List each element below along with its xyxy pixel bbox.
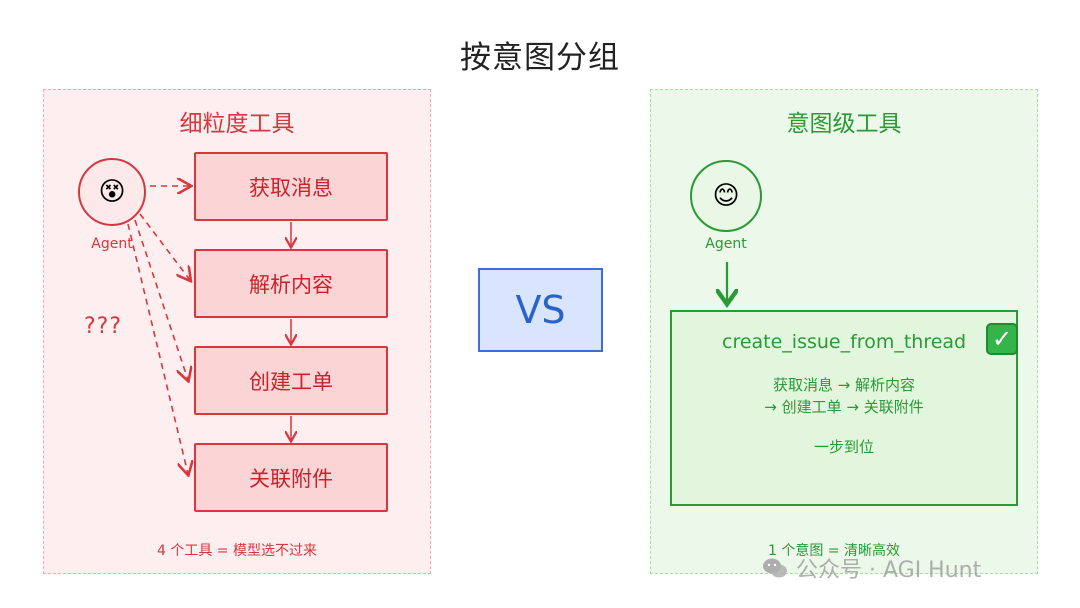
page-title: 按意图分组 xyxy=(460,40,620,76)
watermark: 公众号 · AGI Hunt xyxy=(762,552,981,584)
wechat-icon xyxy=(763,558,787,578)
step-create-ticket: 创建工单 xyxy=(194,346,388,415)
tool-summary-line: 一步到位 xyxy=(813,438,874,456)
vs-box: VS xyxy=(478,268,603,352)
intent-tool-name: create_issue_from_thread xyxy=(722,331,967,353)
agent-happy-avatar: 😊 xyxy=(690,160,762,232)
agent-dizzy-avatar: 😵 xyxy=(78,158,146,226)
check-glyph: ✓ xyxy=(991,325,1013,353)
left-footer-note: 4 个工具 = 模型选不过来 xyxy=(157,543,317,559)
step-get-message: 获取消息 xyxy=(194,152,388,221)
right-footer-note: 1 个意图 = 清晰高效 xyxy=(768,543,900,559)
vs-label: VS xyxy=(515,288,566,332)
intent-tools-title: 意图级工具 xyxy=(786,111,902,137)
dizzy-face-icon: 😵 xyxy=(98,177,126,207)
agent-label-right: Agent xyxy=(705,236,747,252)
agent-label-left: Agent xyxy=(91,236,133,252)
smiling-face-icon: 😊 xyxy=(712,181,740,211)
step-parse-content: 解析内容 xyxy=(194,249,388,318)
tool-flow-line-2: → 创建工单 → 关联附件 xyxy=(764,398,924,416)
check-mark-icon: ✓ xyxy=(986,323,1018,355)
watermark-text: 公众号 · AGI Hunt xyxy=(796,558,982,583)
confusion-question-marks: ??? xyxy=(84,314,123,339)
fine-grained-tools-title: 细粒度工具 xyxy=(179,111,295,137)
intent-tool-box xyxy=(670,310,1018,506)
tool-flow-line-1: 获取消息 → 解析内容 xyxy=(772,376,916,394)
step-link-attachment: 关联附件 xyxy=(194,443,388,512)
